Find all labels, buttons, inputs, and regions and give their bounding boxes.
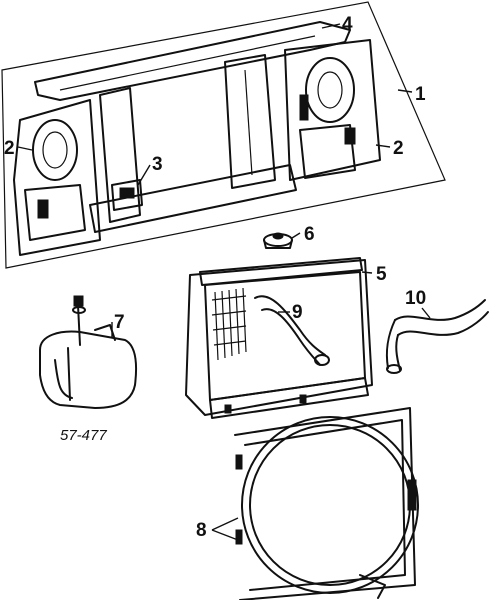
callout-6: 6	[304, 224, 315, 245]
fan-shroud	[234, 407, 419, 600]
callout-8: 8	[196, 520, 207, 541]
diagram-code: 57-477	[60, 427, 107, 444]
upper-hose	[254, 295, 330, 366]
radiator-cap	[263, 232, 293, 249]
radiator-support-panel	[1, 1, 446, 269]
callout-5: 5	[376, 264, 387, 285]
callout-1: 1	[415, 84, 426, 105]
callout-4: 4	[342, 14, 353, 35]
radiator-core-fins	[211, 287, 247, 361]
callout-9: 9	[292, 302, 303, 323]
callout-10: 10	[405, 288, 426, 309]
callout-2-left: 2	[4, 138, 15, 159]
coolant-reservoir	[39, 295, 138, 409]
callout-labels: 4 1 2 2 3 6 5 10 9 7 8 57-477	[4, 14, 426, 541]
lower-hose	[385, 299, 489, 374]
callout-3: 3	[152, 154, 163, 175]
leader-lines	[17, 23, 431, 541]
radiator	[185, 257, 373, 419]
callout-7: 7	[114, 312, 125, 333]
callout-2-right: 2	[393, 138, 404, 159]
